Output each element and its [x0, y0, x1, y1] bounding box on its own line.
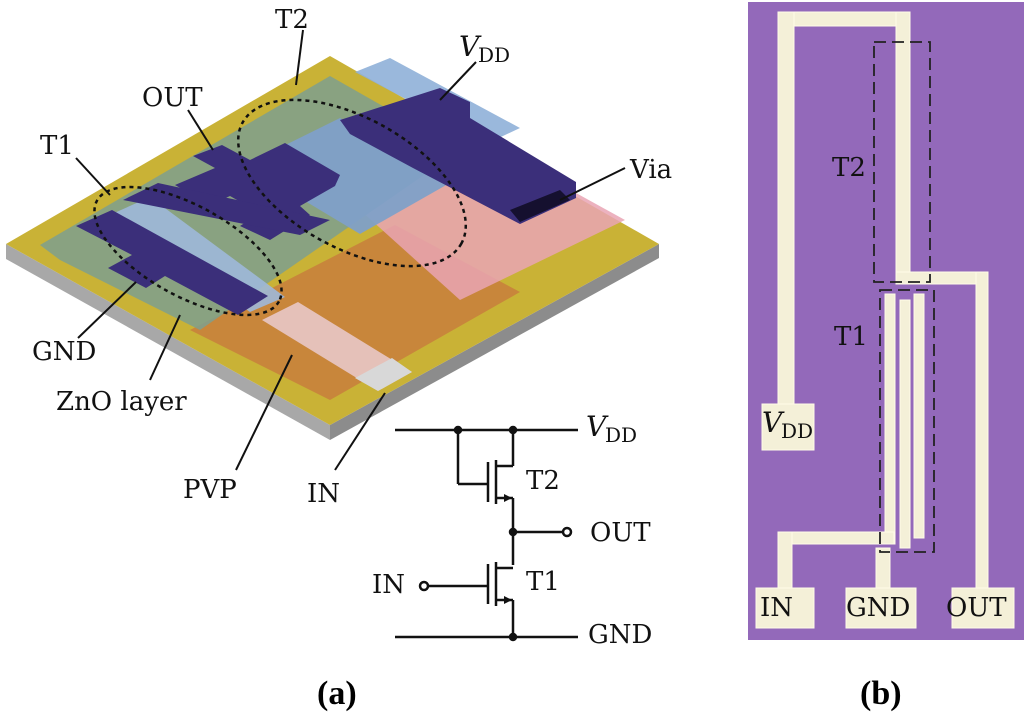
trace-out-vertical	[975, 271, 989, 593]
photo-label-vdd: V	[762, 406, 785, 439]
substrate-right-face	[330, 244, 659, 440]
panel-b-micrograph: T2 T1 V DD IN GND OUT	[748, 2, 1024, 640]
pad-gnd	[845, 587, 917, 629]
sch-label-gnd: GND	[588, 620, 652, 650]
schematic-labels: V DD T2 OUT IN T1 GND	[372, 410, 652, 650]
label-zno: ZnO layer	[56, 387, 187, 417]
trace-t1-b	[899, 299, 911, 549]
leader-vdd	[439, 61, 477, 101]
leader-in	[334, 392, 386, 471]
photo-traces	[755, 11, 1015, 629]
panel-a-schematic	[395, 425, 578, 642]
caption-b: (b)	[860, 675, 902, 712]
t1-arrow	[504, 596, 512, 604]
t2-arrow	[504, 494, 512, 502]
gnd-node	[508, 632, 518, 642]
t2-ellipse	[236, 98, 468, 268]
photo-label-t2: T2	[832, 153, 866, 183]
out-node	[508, 527, 518, 537]
trace-in-vertical	[777, 531, 793, 593]
label-via: Via	[629, 155, 672, 185]
blue-active	[245, 118, 455, 234]
label-out: OUT	[142, 83, 203, 113]
label-pvp: PVP	[183, 475, 237, 505]
in-terminal	[418, 580, 430, 592]
photo-label-in: IN	[760, 593, 793, 623]
electrode-vdd	[340, 88, 576, 224]
trace-t1-c	[913, 293, 925, 539]
photo-label-vdd-sub: DD	[781, 419, 813, 443]
trace-in-horizontal	[777, 531, 895, 545]
leader-via	[559, 167, 626, 201]
sch-label-vdd-sub: DD	[605, 423, 637, 447]
sch-label-in: IN	[372, 570, 405, 600]
caption-a: (a)	[317, 675, 357, 712]
out-terminal	[561, 526, 573, 538]
photo-label-t1: T1	[834, 322, 868, 352]
in-pad-end	[355, 358, 412, 391]
pad-in	[755, 587, 815, 629]
sch-label-t2: T2	[526, 466, 560, 496]
trace-top	[777, 11, 911, 27]
leader-t1	[75, 157, 111, 196]
photo-label-out: OUT	[946, 593, 1007, 623]
pad-out	[951, 587, 1015, 629]
trace-right-upper	[895, 11, 911, 285]
label-t1: T1	[40, 131, 74, 161]
label-vdd: V	[459, 30, 482, 63]
sch-label-vdd: V	[586, 410, 609, 443]
trace-gnd-vertical	[875, 547, 891, 593]
leader-pvp	[235, 354, 293, 471]
label-vdd-sub: DD	[478, 43, 510, 67]
pad-vdd	[761, 403, 815, 451]
trace-t1-a	[884, 293, 896, 545]
trace-left-vertical	[777, 11, 795, 433]
electrode-vdd-via	[510, 190, 570, 222]
t1-ellipse	[93, 185, 283, 317]
electrode-upper	[123, 183, 330, 235]
t1-dashed-box	[879, 289, 935, 553]
leader-out	[187, 109, 214, 151]
leader-gnd	[77, 281, 137, 339]
label-t2: T2	[275, 5, 309, 35]
label-in: IN	[307, 479, 340, 509]
leader-zno	[149, 314, 181, 381]
sch-label-t1: T1	[526, 567, 560, 597]
label-gnd: GND	[32, 337, 96, 367]
sch-label-out: OUT	[590, 518, 651, 548]
leader-t2	[295, 29, 304, 86]
t2-dashed-box	[873, 41, 931, 283]
panel-a-device: T2 OUT T1 V DD Via GND ZnO layer PVP IN	[6, 5, 672, 509]
electrode-gnd	[76, 210, 268, 315]
photo-label-gnd: GND	[846, 593, 910, 623]
substrate-top	[6, 56, 659, 425]
